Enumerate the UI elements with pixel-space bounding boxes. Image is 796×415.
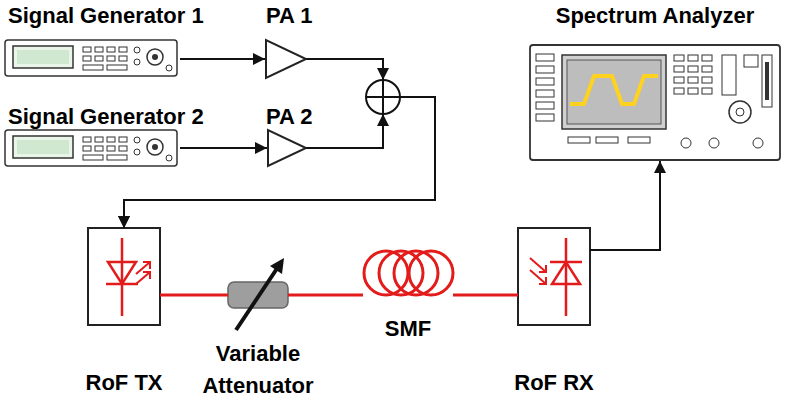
node-label: Variable Attenuator bbox=[193, 338, 323, 402]
signal-generator: Signal Generator 1 bbox=[5, 40, 177, 76]
node-label: Signal Generator 2 bbox=[8, 104, 204, 130]
optical-fiber bbox=[160, 294, 228, 297]
fiber-coil bbox=[364, 251, 453, 295]
attenuator-icon bbox=[228, 258, 288, 330]
laser-transmitter-box bbox=[88, 228, 160, 325]
signal-wire bbox=[180, 147, 267, 149]
signal-wire bbox=[180, 58, 265, 60]
signal-wire bbox=[590, 161, 660, 250]
fiber-spool: SMF bbox=[363, 250, 453, 296]
signal-wire bbox=[124, 59, 435, 228]
photodiode-receiver-box bbox=[518, 228, 590, 325]
signal-generator-icon bbox=[5, 40, 177, 76]
spectrum-analyzer-icon bbox=[530, 45, 780, 160]
rof-transmitter: RoF TX bbox=[88, 228, 160, 325]
amplifier-triangle bbox=[268, 130, 306, 166]
optical-fiber bbox=[453, 294, 518, 297]
node-label: RoF TX bbox=[86, 370, 163, 396]
rof-receiver: RoF RX bbox=[518, 228, 590, 325]
spectrum-analyzer: Spectrum Analyzer bbox=[530, 45, 780, 160]
signal-generator-icon bbox=[5, 130, 177, 166]
node-label: PA 2 bbox=[266, 104, 312, 130]
power-amplifier: PA 1 bbox=[266, 40, 306, 78]
node-label: RoF RX bbox=[514, 370, 593, 396]
node-label: Spectrum Analyzer bbox=[556, 3, 754, 29]
signal-generator: Signal Generator 2 bbox=[5, 130, 177, 166]
variable-attenuator: Variable Attenuator bbox=[228, 282, 288, 308]
node-label: PA 1 bbox=[266, 3, 312, 29]
optical-fiber bbox=[288, 294, 363, 297]
node-label: Signal Generator 1 bbox=[8, 3, 204, 29]
amplifier-triangle bbox=[266, 40, 306, 78]
node-label: SMF bbox=[385, 316, 431, 342]
power-amplifier: PA 2 bbox=[268, 130, 306, 166]
